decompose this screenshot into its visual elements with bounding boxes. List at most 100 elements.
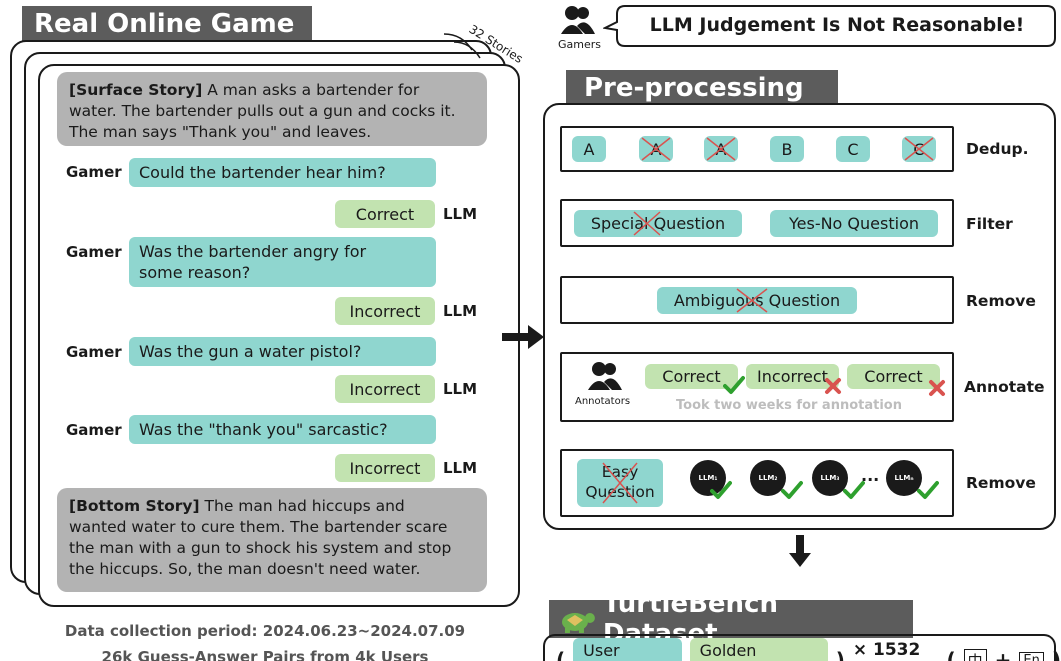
annotate-correct-2-text: Correct <box>864 367 923 386</box>
preprocessing-card <box>543 103 1056 530</box>
special-question-text: Special Question <box>590 214 726 233</box>
check-icon <box>781 481 803 499</box>
llm-label-4: LLM <box>443 459 478 477</box>
dedup-item-a1-text: A <box>583 139 595 159</box>
gamer-label-3: Gamer <box>66 343 122 361</box>
check-icon <box>917 481 939 499</box>
gamer-question-3-text: Was the gun a water pistol? <box>139 342 362 361</box>
annotate-correct-1: Correct <box>645 364 738 389</box>
surface-story: [Surface Story] A man asks a bartender f… <box>57 72 487 146</box>
annotation-note: Took two weeks for annotation <box>676 398 902 413</box>
dedup-item-b-text: B <box>781 139 793 159</box>
annotate-incorrect: Incorrect <box>746 364 839 389</box>
dedup-item-a2-text: A <box>650 139 662 159</box>
golden-answer-tag: Golden Answer <box>689 638 828 661</box>
english-language-icon: En <box>1019 651 1044 661</box>
annotate-correct-2: Correct <box>847 364 940 389</box>
step-label-filter: Filter <box>966 215 1013 233</box>
step-label-remove-ambiguous: Remove <box>966 292 1036 310</box>
llm-answer-1: Correct <box>335 200 435 228</box>
llm-model-1: LLM₁ <box>690 460 726 496</box>
preprocessing-title-text: Pre-processing <box>584 73 804 103</box>
cross-icon <box>929 380 945 396</box>
llm-model-2-text: LLM₂ <box>758 474 778 482</box>
dedup-item-a3-text: A <box>715 139 727 159</box>
check-icon <box>710 481 732 499</box>
gamer-question-2: Was the bartender angry for some reason? <box>129 237 436 287</box>
gamers-icon <box>561 6 595 34</box>
gamers-label: Gamers <box>558 38 602 51</box>
formula-close-paren: ) <box>835 648 845 661</box>
pairs-count: 26k Guess-Answer Pairs from 4k Users <box>101 648 429 661</box>
left-title: Real Online Game <box>22 6 312 42</box>
flow-arrow-right <box>502 325 544 349</box>
flow-arrow-down <box>789 535 811 567</box>
gamer-question-3: Was the gun a water pistol? <box>129 337 436 366</box>
dataset-title: TurtleBench Dataset <box>549 589 913 649</box>
gamer-label-4: Gamer <box>66 421 122 439</box>
turtle-icon <box>561 613 595 633</box>
special-question-tag: Special Question <box>574 210 742 237</box>
llm-label-2: LLM <box>443 302 478 320</box>
user-guess-tag: User Guess <box>573 638 682 661</box>
callout-text: LLM Judgement Is Not Reasonable! <box>649 14 1025 36</box>
llm-model-n: LLMₙ <box>886 460 922 496</box>
llm-model-3: LLM₃ <box>812 460 848 496</box>
easy-question-line-2: Question <box>585 483 655 501</box>
filter-box <box>560 199 954 247</box>
dedup-item-a2: A <box>639 136 673 162</box>
formula-open-paren: ( <box>556 648 566 661</box>
cross-icon <box>825 378 841 394</box>
step-label-dedup: Dedup. <box>966 140 1029 158</box>
formula-multiplier: × 1532 × <box>852 640 921 661</box>
llm-answer-1-text: Correct <box>355 204 415 224</box>
bottom-story: [Bottom Story] The man had hiccups and w… <box>57 488 487 592</box>
llm-model-n-text: LLMₙ <box>894 474 914 482</box>
formula-lang-open: ( <box>946 648 956 661</box>
collection-period: Data collection period: 2024.06.23~2024.… <box>64 622 466 640</box>
easy-box <box>560 449 954 517</box>
ambiguous-box <box>560 276 954 324</box>
formula-lang-close: ) <box>1051 648 1061 661</box>
llm-label-1: LLM <box>443 205 478 223</box>
dedup-item-a3: A <box>704 136 738 162</box>
surface-story-line-1: A man asks a bartender for <box>202 81 420 99</box>
gamer-label-2: Gamer <box>66 243 122 261</box>
surface-story-line-2: water. The bartender pulls out a gun and… <box>69 102 456 120</box>
step-label-annotate: Annotate <box>964 378 1045 396</box>
llm-answer-4-text: Incorrect <box>349 458 421 478</box>
check-icon <box>843 481 865 499</box>
bottom-story-line-4: the hiccups. So, the man doesn't need wa… <box>69 560 421 578</box>
llm-model-2: LLM₂ <box>750 460 786 496</box>
llm-label-3: LLM <box>443 380 478 398</box>
dedup-item-a1: A <box>572 136 606 162</box>
annotators-label: Annotators <box>575 396 631 407</box>
annotate-box <box>560 352 954 422</box>
easy-question-tag: Easy Question <box>577 459 663 507</box>
llm-answer-3: Incorrect <box>335 375 435 403</box>
gamer-label-1: Gamer <box>66 163 122 181</box>
chinese-language-icon: 中 <box>963 648 987 661</box>
gamer-question-2-line-2: some reason? <box>139 263 251 282</box>
yes-no-question-text: Yes-No Question <box>788 214 919 233</box>
annotate-incorrect-text: Incorrect <box>757 367 828 386</box>
dedup-item-c1-text: C <box>847 139 859 159</box>
llm-answer-4: Incorrect <box>335 454 435 482</box>
step-label-remove-easy: Remove <box>966 474 1036 492</box>
ambiguous-question-tag: Ambiguous Question <box>657 287 857 314</box>
llm-answer-2: Incorrect <box>335 297 435 325</box>
callout-bubble <box>603 5 1056 47</box>
gamer-question-1: Could the bartender hear him? <box>129 158 436 187</box>
bottom-story-tag: [Bottom Story] <box>69 497 200 515</box>
llm-ellipsis: ... <box>861 466 880 485</box>
gamer-question-4-text: Was the "thank you" sarcastic? <box>139 420 388 439</box>
bottom-story-line-1: The man had hiccups and <box>199 497 405 515</box>
formula-plus: + <box>994 648 1012 661</box>
gamer-question-4: Was the "thank you" sarcastic? <box>129 415 436 444</box>
llm-model-3-text: LLM₃ <box>820 474 840 482</box>
easy-question-line-1: Easy <box>601 463 639 481</box>
ambiguous-question-text: Ambiguous Question <box>673 291 841 310</box>
surface-story-line-3: The man says "Thank you" and leaves. <box>69 123 372 141</box>
bottom-story-line-3: the man with a gun to shock his system a… <box>69 539 452 557</box>
annotators-icon <box>588 362 622 390</box>
